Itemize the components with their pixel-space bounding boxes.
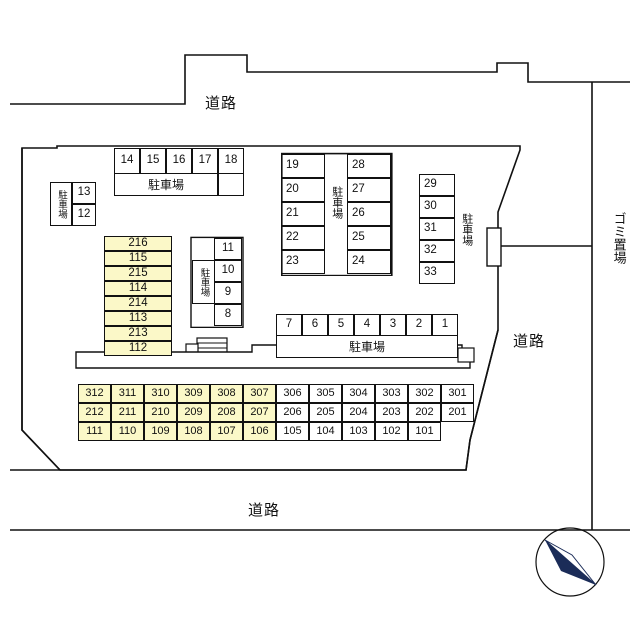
east-parking-label-text: 駐車場: [460, 212, 473, 246]
unit-214[interactable]: 214: [104, 296, 172, 311]
unit-306[interactable]: 306: [276, 384, 309, 403]
unit-102[interactable]: 102: [375, 422, 408, 441]
unit-106[interactable]: 106: [243, 422, 276, 441]
unit-216[interactable]: 216: [104, 236, 172, 251]
unit-112[interactable]: 112: [104, 341, 172, 356]
stall-14[interactable]: 14: [114, 148, 140, 174]
unit-105[interactable]: 105: [276, 422, 309, 441]
unit-114[interactable]: 114: [104, 281, 172, 296]
stall-6[interactable]: 6: [302, 314, 328, 336]
unit-109[interactable]: 109: [144, 422, 177, 441]
stall-21[interactable]: 21: [281, 202, 325, 226]
center-north-parking-label-text: 駐車場: [330, 185, 343, 219]
unit-305[interactable]: 305: [309, 384, 342, 403]
stall-30[interactable]: 30: [419, 196, 455, 218]
stall-9[interactable]: 9: [214, 282, 242, 304]
stall-17[interactable]: 17: [192, 148, 218, 174]
stall-28[interactable]: 28: [347, 154, 391, 178]
unit-209[interactable]: 209: [177, 403, 210, 422]
unit-213[interactable]: 213: [104, 326, 172, 341]
gomi-area-label: ゴミ置場: [611, 212, 627, 264]
unit-201[interactable]: 201: [441, 403, 474, 422]
stall-8[interactable]: 8: [214, 304, 242, 326]
unit-310[interactable]: 310: [144, 384, 177, 403]
unit-307[interactable]: 307: [243, 384, 276, 403]
south-parking-label: 駐車場: [276, 336, 458, 358]
stall-20[interactable]: 20: [281, 178, 325, 202]
unit-207[interactable]: 207: [243, 403, 276, 422]
road-label-north: 道路: [205, 95, 238, 112]
stall-32[interactable]: 32: [419, 240, 455, 262]
center-north-parking-frame: [281, 152, 393, 276]
unit-101[interactable]: 101: [408, 422, 441, 441]
unit-210[interactable]: 210: [144, 403, 177, 422]
unit-205[interactable]: 205: [309, 403, 342, 422]
unit-312[interactable]: 312: [78, 384, 111, 403]
stall-29[interactable]: 29: [419, 174, 455, 196]
stall-26[interactable]: 26: [347, 202, 391, 226]
unit-107[interactable]: 107: [210, 422, 243, 441]
unit-215[interactable]: 215: [104, 266, 172, 281]
stall-7[interactable]: 7: [276, 314, 302, 336]
unit-202[interactable]: 202: [408, 403, 441, 422]
stall-19[interactable]: 19: [281, 154, 325, 178]
unit-304[interactable]: 304: [342, 384, 375, 403]
unit-203[interactable]: 203: [375, 403, 408, 422]
unit-110[interactable]: 110: [111, 422, 144, 441]
mid-parking-label-text: 駐車場: [198, 267, 210, 297]
unit-208[interactable]: 208: [210, 403, 243, 422]
unit-303[interactable]: 303: [375, 384, 408, 403]
unit-111[interactable]: 111: [78, 422, 111, 441]
stall-27[interactable]: 27: [347, 178, 391, 202]
north-arrow: [535, 527, 605, 597]
unit-212[interactable]: 212: [78, 403, 111, 422]
stall-33[interactable]: 33: [419, 262, 455, 284]
mid-parking-frame: [190, 236, 244, 328]
road-label-south: 道路: [248, 502, 281, 519]
stall-15[interactable]: 15: [140, 148, 166, 174]
unit-302[interactable]: 302: [408, 384, 441, 403]
stall-18[interactable]: 18: [218, 148, 244, 174]
unit-104[interactable]: 104: [309, 422, 342, 441]
north-parking-stall-18-body: [218, 174, 244, 196]
stall-25[interactable]: 25: [347, 226, 391, 250]
unit-308[interactable]: 308: [210, 384, 243, 403]
unit-309[interactable]: 309: [177, 384, 210, 403]
unit-204[interactable]: 204: [342, 403, 375, 422]
stall-16[interactable]: 16: [166, 148, 192, 174]
unit-108[interactable]: 108: [177, 422, 210, 441]
stall-12[interactable]: 12: [72, 204, 96, 226]
unit-206[interactable]: 206: [276, 403, 309, 422]
stall-4[interactable]: 4: [354, 314, 380, 336]
north-parking-label: 駐車場: [114, 174, 218, 196]
unit-311[interactable]: 311: [111, 384, 144, 403]
unit-301[interactable]: 301: [441, 384, 474, 403]
stall-3[interactable]: 3: [380, 314, 406, 336]
west-small-parking-label: 駐車場: [50, 182, 72, 226]
unit-115[interactable]: 115: [104, 251, 172, 266]
stall-2[interactable]: 2: [406, 314, 432, 336]
stall-24[interactable]: 24: [347, 250, 391, 274]
stall-23[interactable]: 23: [281, 250, 325, 274]
east-parking-label: 駐車場: [455, 196, 477, 262]
west-small-parking-label-text: 駐車場: [55, 189, 67, 219]
stall-5[interactable]: 5: [328, 314, 354, 336]
stall-31[interactable]: 31: [419, 218, 455, 240]
unit-113[interactable]: 113: [104, 311, 172, 326]
road-label-east: 道路: [513, 333, 546, 350]
stall-1[interactable]: 1: [432, 314, 458, 336]
mid-parking-label: 駐車場: [192, 260, 214, 304]
unit-211[interactable]: 211: [111, 403, 144, 422]
stall-13[interactable]: 13: [72, 182, 96, 204]
center-north-parking-label: 駐車場: [325, 178, 347, 226]
stall-22[interactable]: 22: [281, 226, 325, 250]
unit-103[interactable]: 103: [342, 422, 375, 441]
stall-11[interactable]: 11: [214, 238, 242, 260]
stall-10[interactable]: 10: [214, 260, 242, 282]
